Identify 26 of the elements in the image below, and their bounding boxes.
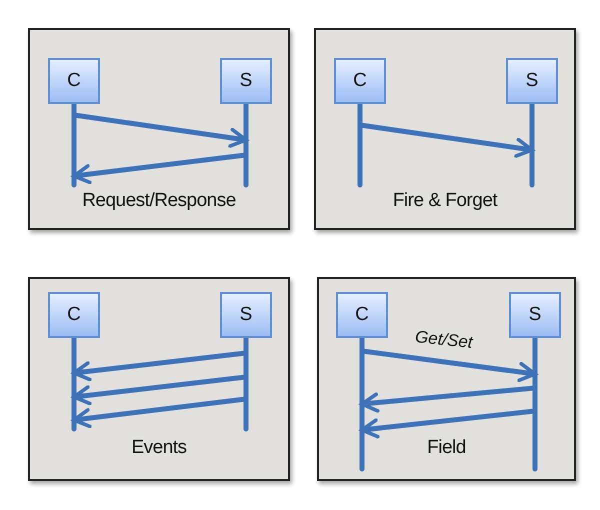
participant-box: S bbox=[509, 292, 561, 338]
diagram-panel bbox=[28, 28, 290, 230]
message-arrow bbox=[362, 348, 537, 382]
edge-label: Get/Set bbox=[414, 327, 474, 353]
panel-caption: Request/Response bbox=[82, 190, 236, 212]
diagram-panel bbox=[317, 277, 576, 481]
panel-caption: Fire & Forget bbox=[392, 190, 498, 212]
participant-box: S bbox=[220, 292, 272, 338]
message-arrow bbox=[360, 386, 536, 413]
participant-box: C bbox=[48, 58, 100, 104]
diagram-panel bbox=[314, 28, 576, 230]
participant-box: S bbox=[506, 58, 558, 104]
panel-caption: Events bbox=[131, 437, 187, 459]
message-arrow bbox=[72, 152, 246, 184]
message-arrow bbox=[360, 122, 534, 158]
diagram-panel bbox=[28, 277, 290, 481]
participant-box: C bbox=[334, 58, 386, 104]
message-arrow bbox=[360, 408, 536, 438]
participant-box: C bbox=[48, 292, 100, 338]
participant-box: C bbox=[336, 292, 388, 338]
message-arrow bbox=[72, 396, 246, 428]
participant-box: S bbox=[220, 58, 272, 104]
message-arrow bbox=[72, 350, 246, 382]
message-arrow bbox=[72, 374, 246, 406]
message-arrow bbox=[74, 112, 248, 148]
panel-caption: Field bbox=[427, 437, 466, 459]
